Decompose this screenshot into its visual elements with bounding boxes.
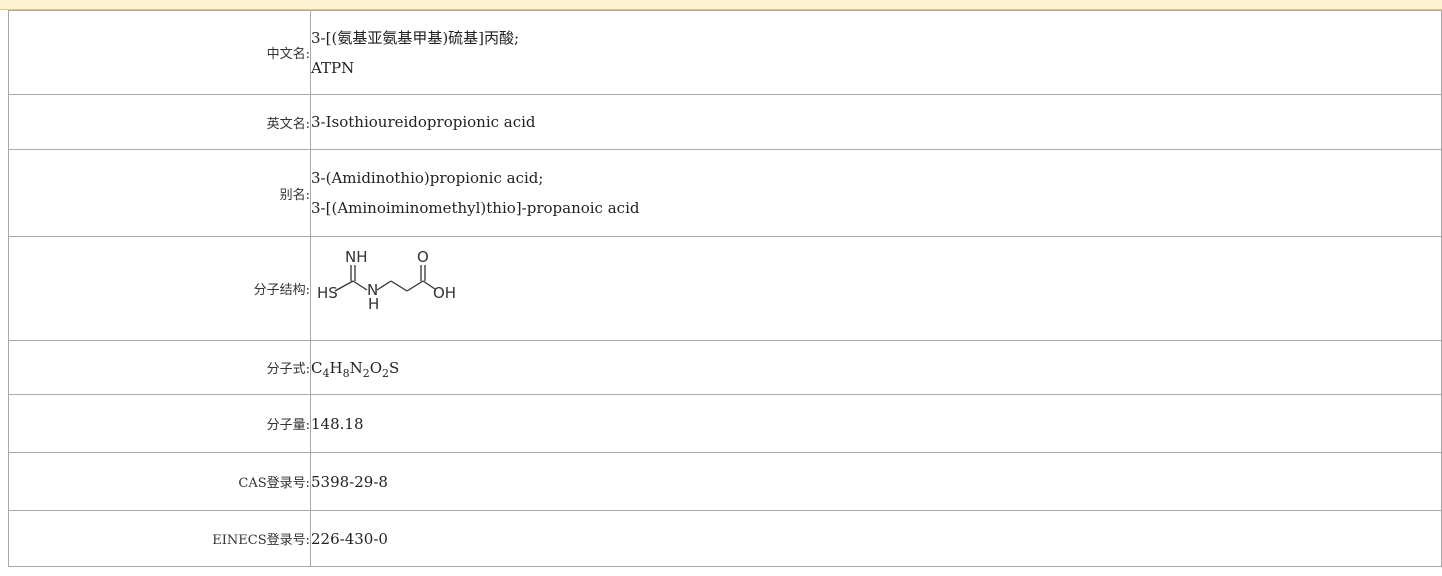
label-chinese-name: 中文名:	[8, 10, 311, 95]
formula-count-o: 2	[382, 366, 390, 380]
row-alias: 别名: 3-(Amidinothio)propionic acid; 3-[(A…	[8, 149, 1442, 237]
row-molecular-weight: 分子量: 148.18	[8, 394, 1442, 453]
formula-element-c: C	[311, 358, 323, 377]
label-alias: 别名:	[8, 149, 311, 237]
value-english-name: 3-Isothioureidopropionic acid	[310, 94, 1442, 150]
structure-label-h: H	[368, 295, 379, 313]
header-band	[0, 0, 1442, 10]
formula-count-h: 8	[342, 366, 350, 380]
value-alias: 3-(Amidinothio)propionic acid; 3-[(Amino…	[310, 149, 1442, 237]
alias-line-1: 3-(Amidinothio)propionic acid;	[311, 169, 544, 187]
label-molecular-weight: 分子量:	[8, 394, 311, 453]
row-structure: 分子结构: NH HS N	[8, 236, 1442, 341]
cas-number: 5398-29-8	[311, 472, 388, 491]
value-molecular-weight: 148.18	[310, 394, 1442, 453]
label-english-name: 英文名:	[8, 94, 311, 150]
label-einecs: EINECS登录号:	[8, 510, 311, 567]
einecs-number: 226-430-0	[311, 529, 388, 548]
row-english-name: 英文名: 3-Isothioureidopropionic acid	[8, 94, 1442, 150]
compound-info-table: 中文名: 3-[(氨基亚氨基甲基)硫基]丙酸; ATPN 英文名: 3-Isot…	[8, 10, 1442, 567]
row-chinese-name: 中文名: 3-[(氨基亚氨基甲基)硫基]丙酸; ATPN	[8, 10, 1442, 95]
molecular-formula: C4H8N2O2S	[311, 353, 1441, 383]
structure-label-hs: HS	[317, 284, 338, 302]
english-name-line: 3-Isothioureidopropionic acid	[311, 113, 536, 131]
row-einecs: EINECS登录号: 226-430-0	[8, 510, 1442, 567]
value-chinese-name: 3-[(氨基亚氨基甲基)硫基]丙酸; ATPN	[310, 10, 1442, 95]
structure-label-nh: NH	[345, 248, 368, 266]
label-structure: 分子结构:	[8, 236, 311, 341]
structure-label-oh: OH	[433, 284, 456, 302]
label-cas: CAS登录号:	[8, 452, 311, 511]
formula-element-n: N	[349, 358, 363, 377]
value-einecs: 226-430-0	[310, 510, 1442, 567]
chinese-name-line-1: 3-[(氨基亚氨基甲基)硫基]丙酸;	[311, 28, 520, 47]
formula-element-h: H	[329, 358, 343, 377]
formula-count-c: 4	[322, 366, 330, 380]
molecular-structure-image: NH HS N H O OH	[317, 248, 456, 313]
molecular-weight: 148.18	[311, 414, 364, 433]
alias-line-2: 3-[(Aminoiminomethyl)thio]-propanoic aci…	[311, 199, 640, 217]
value-structure: NH HS N H O OH	[310, 236, 1442, 341]
formula-element-s: S	[389, 358, 400, 377]
chinese-name-line-2: ATPN	[311, 58, 355, 77]
structure-label-o: O	[417, 248, 429, 266]
structure-label-n: N	[367, 281, 378, 299]
formula-count-n: 2	[362, 366, 370, 380]
label-formula: 分子式:	[8, 340, 311, 395]
value-formula: C4H8N2O2S	[310, 340, 1442, 395]
formula-element-o: O	[369, 358, 383, 377]
row-formula: 分子式: C4H8N2O2S	[8, 340, 1442, 395]
value-cas: 5398-29-8	[310, 452, 1442, 511]
row-cas: CAS登录号: 5398-29-8	[8, 452, 1442, 511]
